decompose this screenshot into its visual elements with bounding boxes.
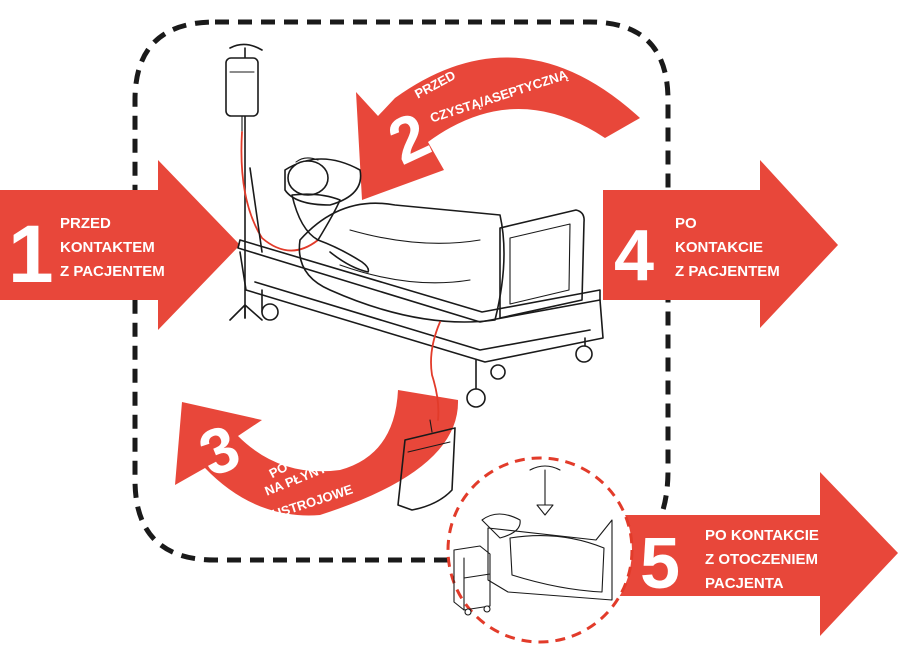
moment-4-line-3: Z PACJENTEM	[675, 263, 780, 280]
moment-3-arrow: 3 PO NARAŻENIU NA PŁYNY USTROJOWE	[175, 390, 458, 522]
moment-2-line-3: PROCEDURĄ	[467, 110, 552, 146]
moment-1-arrow: 1 PRZED KONTAKTEM Z PACJENTEM	[0, 160, 240, 330]
moment-4-arrow: 4 PO KONTAKCIE Z PACJENTEM	[603, 160, 838, 328]
moment-5-number: 5	[640, 524, 680, 604]
moment-4-line-1: PO	[675, 215, 697, 232]
moment-5-line-2: Z OTOCZENIEM	[705, 551, 818, 568]
moment-1-line-3: Z PACJENTEM	[60, 263, 165, 280]
moment-5-arrow: 5 PO KONTAKCIE Z OTOCZENIEM PACJENTA	[610, 472, 898, 636]
moment-4-number: 4	[614, 216, 654, 296]
moment-1-line-2: KONTAKTEM	[60, 239, 155, 256]
hospital-bed-with-patient	[238, 158, 603, 420]
moment-1-number: 1	[8, 209, 54, 300]
moment-5-line-3: PACJENTA	[705, 575, 784, 592]
moment-2-arrow: 2 PRZED CZYSTĄ/ASEPTYCZNĄ PROCEDURĄ	[356, 58, 640, 201]
moment-4-line-2: KONTAKCIE	[675, 239, 763, 256]
moment-5-line-1: PO KONTAKCIE	[705, 527, 819, 544]
healthcare-area-dashed-circle	[448, 458, 632, 642]
moment-1-line-1: PRZED	[60, 215, 111, 232]
